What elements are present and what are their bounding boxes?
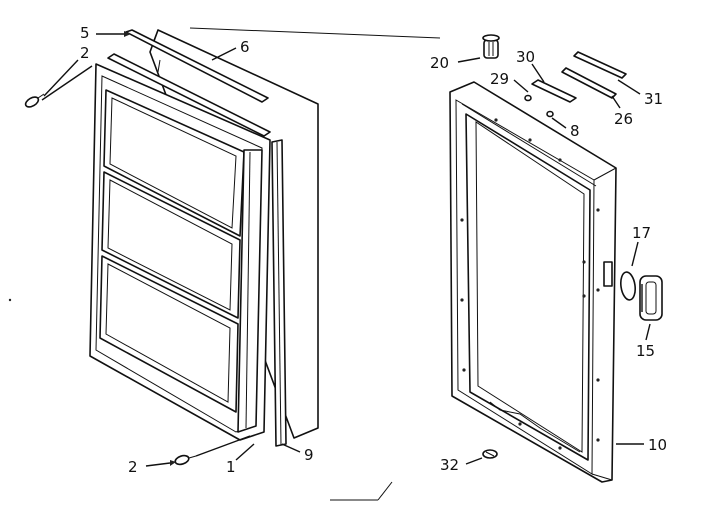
leader-lines-left — [41, 31, 301, 467]
screw-top — [24, 93, 45, 108]
door-plug — [482, 34, 500, 59]
callout-29: 29 — [490, 70, 509, 88]
stray-lines — [8, 27, 441, 501]
top-trim-strip — [125, 29, 269, 103]
door-handle — [639, 275, 663, 321]
callout-1: 1 — [226, 458, 236, 476]
screw-29 — [524, 94, 532, 102]
callout-5: 5 — [80, 24, 90, 42]
door-shelf-frames — [99, 89, 245, 413]
callout-2-top: 2 — [80, 44, 90, 62]
top-trim-strip-lower — [107, 53, 271, 137]
door-panel-assembly — [89, 29, 319, 447]
callout-31: 31 — [644, 90, 663, 108]
callout-15: 15 — [636, 342, 655, 360]
door-foot — [482, 449, 498, 459]
callout-8: 8 — [570, 122, 580, 140]
callout-32: 32 — [440, 456, 459, 474]
frame-rivets — [460, 118, 600, 450]
callout-9: 9 — [304, 446, 314, 464]
leader-lines-right — [457, 57, 651, 465]
callout-20: 20 — [430, 54, 449, 72]
door-frame-assembly — [449, 81, 617, 483]
trim-strip-26 — [561, 67, 617, 99]
trim-strip-31 — [573, 51, 627, 79]
handle-gasket — [619, 271, 637, 301]
trim-piece-30 — [531, 79, 577, 103]
callout-26: 26 — [614, 110, 633, 128]
frame-opening — [465, 113, 591, 461]
callout-10: 10 — [648, 436, 667, 454]
callout-6: 6 — [240, 38, 250, 56]
callout-2-bottom: 2 — [128, 458, 138, 476]
door-panel-edge — [237, 149, 263, 433]
callout-labels: 5 2 6 2 1 9 20 30 29 8 26 31 17 15 10 32 — [80, 24, 667, 476]
callout-30: 30 — [516, 48, 535, 66]
screw-8 — [546, 110, 554, 118]
screw-bottom — [174, 454, 197, 466]
callout-17: 17 — [632, 224, 651, 242]
